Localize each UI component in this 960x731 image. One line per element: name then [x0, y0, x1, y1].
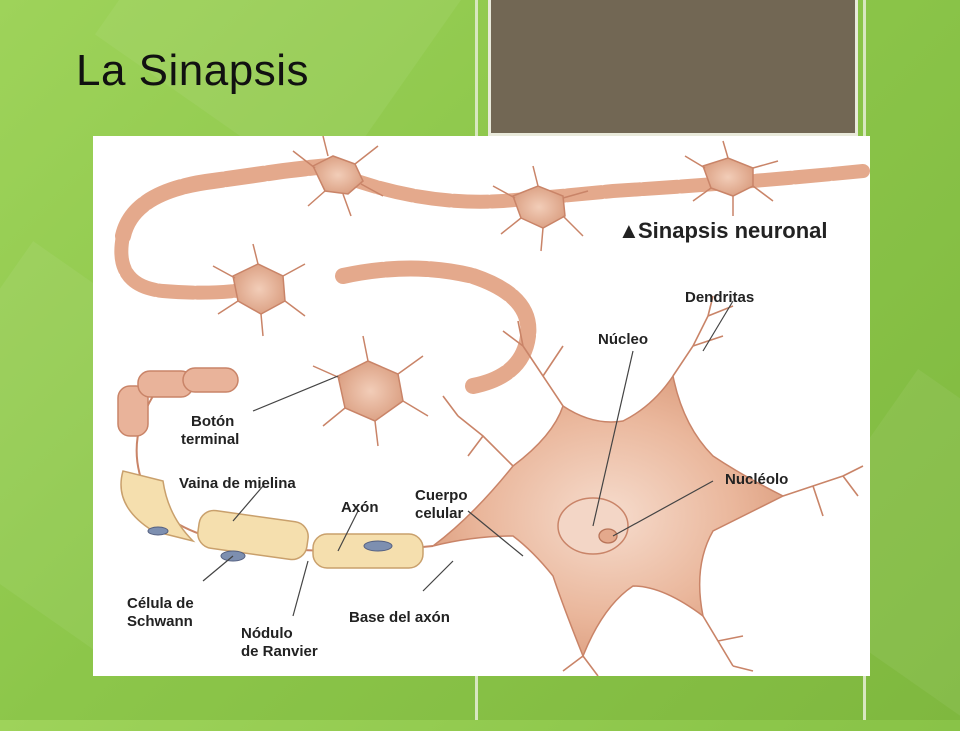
nucleolus	[598, 528, 618, 544]
label-nodulo-de-ranvier-line1: Nódulo	[241, 625, 293, 642]
leader-lines	[202, 300, 734, 617]
label-cuerpo-celular-line2: celular	[415, 505, 464, 522]
label-boton-terminal-line2: terminal	[181, 431, 239, 448]
label-nodulo-de-ranvier-line2: de Ranvier	[241, 643, 318, 660]
label-celula-de-schwann-line1: Célula de	[127, 595, 194, 612]
dendrites	[442, 295, 864, 676]
diagram-caption: Sinapsis neuronal	[638, 218, 828, 243]
label-celula-de-schwann-line2: Schwann	[127, 613, 193, 630]
label-vaina-de-mielina: Vaina de mielina	[179, 475, 296, 492]
accent-box	[488, 0, 858, 136]
label-cuerpo-celular-line1: Cuerpo	[415, 487, 468, 504]
label-nucleolo: Nucléolo	[725, 471, 788, 488]
label-nucleo: Núcleo	[598, 331, 648, 348]
label-base-del-axon: Base del axón	[349, 609, 450, 626]
background-dendrites	[212, 136, 779, 447]
label-dendritas: Dendritas	[685, 289, 754, 306]
myelin-sheath	[117, 367, 424, 569]
neuron-illustration: ▲ Sinapsis neuronal Dendritas Núcleo Bot…	[114, 136, 870, 676]
neuron-diagram: ▲ Sinapsis neuronal Dendritas Núcleo Bot…	[93, 136, 870, 676]
label-axon: Axón	[341, 499, 379, 516]
slide-title: La Sinapsis	[76, 46, 309, 95]
label-boton-terminal-line1: Botón	[191, 413, 234, 430]
caption-marker: ▲	[618, 218, 640, 243]
upper-axon-chain	[114, 158, 870, 394]
